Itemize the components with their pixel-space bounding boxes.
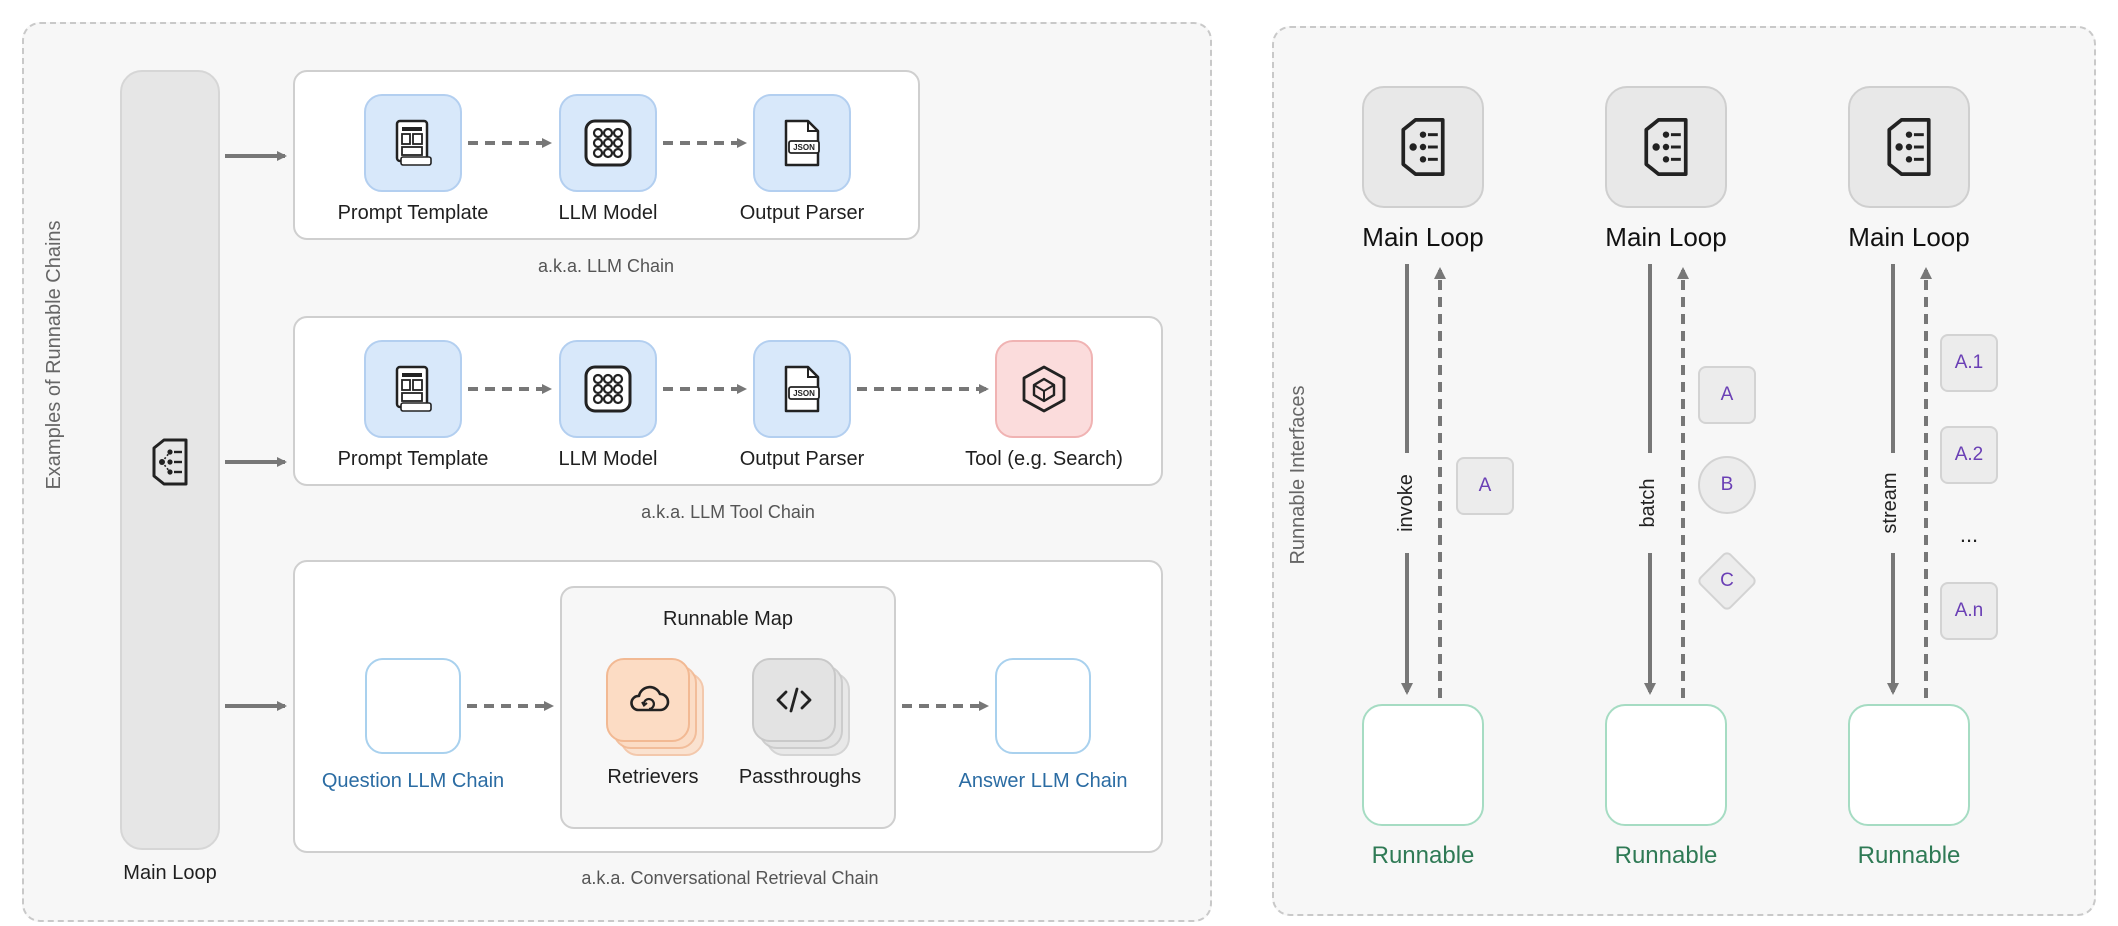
runnable-map-title: Runnable Map — [662, 608, 794, 630]
passthroughs-label: Passthroughs — [738, 766, 862, 788]
cloud-refresh-icon — [630, 685, 670, 712]
runnable-label-batch: Runnable — [1614, 842, 1718, 869]
stream-ellipsis: ... — [1959, 522, 1979, 547]
prompt-template-icon — [395, 119, 432, 166]
tool-tile — [995, 340, 1093, 438]
llm-tool-chain-caption: a.k.a. LLM Tool Chain — [641, 502, 815, 522]
question-llm-chain-tile — [365, 658, 461, 754]
llm-model-icon — [584, 119, 632, 167]
main-loop-tile-stream — [1848, 86, 1970, 208]
answer-llm-chain-label: Answer LLM Chain — [958, 770, 1128, 792]
llm-model-label-2: LLM Model — [558, 448, 658, 470]
output-parser-tile-2: JSON — [753, 340, 851, 438]
tool-label: Tool (e.g. Search) — [965, 448, 1123, 470]
answer-llm-chain-tile — [995, 658, 1091, 754]
llm-model-tile-2 — [559, 340, 657, 438]
main-loop-title-batch: Main Loop — [1605, 222, 1727, 252]
runnable-tile-batch — [1605, 704, 1727, 826]
output-parser-label-2: Output Parser — [739, 448, 865, 470]
json-file-icon: JSON — [784, 119, 820, 167]
runnable-tile-stream — [1848, 704, 1970, 826]
main-loop-icon — [1887, 118, 1931, 176]
batch-item-a: A — [1698, 366, 1756, 424]
output-parser-label: Output Parser — [739, 202, 865, 224]
batch-method-label: batch — [1637, 453, 1663, 553]
llm-model-tile — [559, 94, 657, 192]
passthroughs-tile — [752, 658, 836, 742]
main-loop-icon — [1644, 118, 1688, 176]
batch-item-c-label: C — [1720, 570, 1734, 591]
prompt-template-tile-2 — [364, 340, 462, 438]
conversational-retrieval-chain-caption: a.k.a. Conversational Retrieval Chain — [581, 868, 879, 888]
prompt-template-icon — [395, 365, 432, 412]
main-loop-label: Main Loop — [123, 862, 217, 884]
stream-item-a1: A.1 — [1940, 334, 1998, 392]
runnable-label-stream: Runnable — [1857, 842, 1961, 869]
main-loop-tile-batch — [1605, 86, 1727, 208]
llm-chain-caption: a.k.a. LLM Chain — [537, 256, 675, 276]
svg-text:JSON: JSON — [793, 389, 815, 398]
main-loop-icon — [140, 432, 200, 492]
output-parser-tile: JSON — [753, 94, 851, 192]
stream-method-label: stream — [1879, 453, 1905, 553]
code-brackets-icon — [776, 687, 812, 713]
cube-tool-icon — [1022, 365, 1066, 413]
invoke-item-a: A — [1456, 457, 1514, 515]
stream-item-an: A.n — [1940, 582, 1998, 640]
runnable-label-invoke: Runnable — [1371, 842, 1475, 869]
main-loop-title-invoke: Main Loop — [1362, 222, 1484, 252]
prompt-template-label: Prompt Template — [337, 202, 489, 224]
prompt-template-label-2: Prompt Template — [337, 448, 489, 470]
llm-model-icon — [584, 365, 632, 413]
llm-model-label: LLM Model — [558, 202, 658, 224]
batch-item-c: C — [1695, 549, 1759, 613]
main-loop-icon — [1401, 118, 1445, 176]
svg-text:JSON: JSON — [793, 143, 815, 152]
prompt-template-tile — [364, 94, 462, 192]
stream-item-a2: A.2 — [1940, 426, 1998, 484]
main-loop-title-stream: Main Loop — [1848, 222, 1970, 252]
retrievers-tile — [606, 658, 690, 742]
retrievers-label: Retrievers — [607, 766, 699, 788]
question-llm-chain-label: Question LLM Chain — [321, 770, 505, 792]
batch-item-b: B — [1698, 456, 1756, 514]
runnable-tile-invoke — [1362, 704, 1484, 826]
json-file-icon: JSON — [784, 365, 820, 413]
main-loop-tile-invoke — [1362, 86, 1484, 208]
invoke-method-label: invoke — [1395, 453, 1421, 553]
